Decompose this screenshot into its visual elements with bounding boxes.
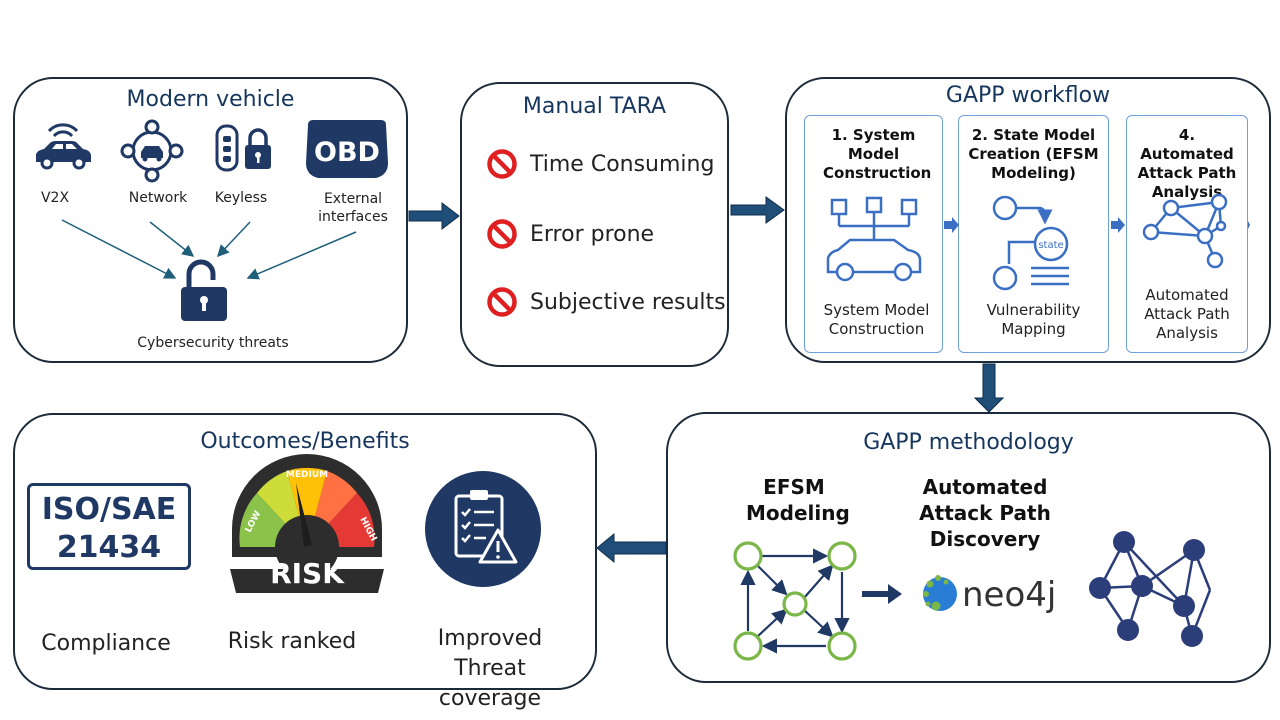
manual-tara-panel: Manual TARA Time Consuming Error prone S…	[460, 82, 729, 367]
gapp-methodology-title: GAPP methodology	[863, 430, 1074, 455]
network-car-icon	[120, 119, 184, 183]
manual-tara-title: Manual TARA	[522, 94, 667, 119]
obd-text: OBD	[314, 137, 380, 168]
tara-item-time: Time Consuming	[486, 148, 714, 180]
tara-item-subjective: Subjective results	[486, 286, 726, 318]
risk-ranked-label: Risk ranked	[227, 629, 357, 654]
iso-sae-badge: ISO/SAE 21434	[27, 483, 191, 570]
cybersecurity-threats-label: Cybersecurity threats	[137, 335, 289, 351]
v2x-car-icon	[36, 123, 91, 170]
compliance-label: Compliance	[41, 631, 171, 656]
prohibited-icon	[487, 287, 517, 317]
workflow-stage-3: 4. Automated Attack Path Analysis Automa…	[1126, 115, 1248, 353]
unlocked-padlock-icon	[181, 259, 227, 321]
stage-1-title: 1. System Model Construction	[823, 126, 932, 182]
system-model-icon	[826, 196, 922, 282]
methodology-flow-arrow	[862, 584, 902, 604]
threat-coverage-label: Improved Threat coverage	[437, 626, 543, 711]
workflow-stage-2: 2. State Model Creation (EFSM Modeling) …	[958, 115, 1109, 353]
stage-3-title: 4. Automated Attack Path Analysis	[1137, 126, 1237, 201]
stage-2-title: 2. State Model Creation (EFSM Modeling)	[968, 126, 1099, 182]
risk-gauge-icon: LOW MEDIUM HIGH RISK	[230, 454, 384, 593]
tara-item-error: Error prone	[486, 218, 654, 250]
state-text: state	[1038, 240, 1063, 251]
tara-item-label: Error prone	[530, 221, 655, 247]
neo4j-text: neo4j	[962, 575, 1056, 615]
gapp-workflow-title: GAPP workflow	[945, 83, 1111, 108]
arrow-workflow-to-methodology	[973, 363, 1005, 413]
stage-3-caption: Automated Attack Path Analysis	[1144, 286, 1230, 342]
v2x-label: V2X	[40, 190, 70, 206]
tara-item-label: Time Consuming	[530, 151, 715, 177]
network-label: Network	[128, 190, 188, 206]
gauge-medium-text: MEDIUM	[286, 470, 328, 480]
prohibited-icon	[487, 219, 517, 249]
workflow-stage-1: 1. System Model Construction System Mode…	[804, 115, 943, 353]
attack-graph-icon	[1142, 193, 1228, 269]
stage-1-caption: System Model Construction	[823, 301, 930, 338]
external-interfaces-label: External interfaces	[318, 191, 388, 225]
outcomes-title: Outcomes/Benefits	[200, 429, 410, 454]
attack-path-discovery-label: Automated Attack Path Discovery	[919, 475, 1051, 551]
gapp-methodology-panel: GAPP methodology	[666, 412, 1271, 683]
attack-network-graph-icon	[1089, 531, 1212, 647]
efsm-modeling-label: EFSM Modeling	[746, 475, 850, 525]
tara-item-label: Subjective results	[530, 289, 726, 315]
arrow-vehicle-to-tara	[408, 201, 460, 231]
keyless-icon	[215, 124, 271, 172]
efsm-graph-icon	[733, 541, 857, 661]
keyless-label: Keyless	[214, 190, 268, 206]
threat-checklist-icon	[425, 471, 541, 587]
iso-line-1: ISO/SAE	[41, 492, 177, 527]
stage-2-caption: Vulnerability Mapping	[986, 301, 1081, 338]
prohibited-icon	[487, 149, 517, 179]
modern-vehicle-title: Modern vehicle	[126, 87, 295, 112]
arrow-tara-to-workflow	[730, 196, 785, 224]
state-model-icon: state	[992, 195, 1069, 291]
neo4j-logo-icon: neo4j	[923, 575, 1056, 615]
arrow-methodology-to-outcomes	[596, 532, 667, 564]
iso-line-2: 21434	[56, 530, 162, 565]
obd-connector-icon: OBD	[306, 120, 388, 178]
gauge-risk-text: RISK	[270, 557, 345, 590]
